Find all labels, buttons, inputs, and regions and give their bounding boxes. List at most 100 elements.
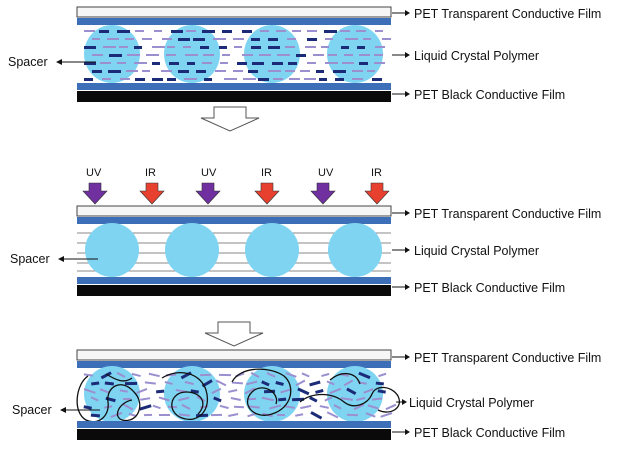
lc-molecule <box>325 62 338 64</box>
lc-molecule <box>309 380 321 387</box>
lc-molecule <box>259 54 271 56</box>
lc-molecule <box>233 70 243 72</box>
lc-molecule <box>287 38 296 40</box>
lc-molecule <box>295 413 304 417</box>
lc-molecule <box>128 412 137 418</box>
panel2-label-bottom-film: PET Black Conductive Film <box>392 281 565 295</box>
lc-molecule <box>117 62 126 64</box>
lc-molecule <box>142 38 152 40</box>
panel2-label-lc: Liquid Crystal Polymer <box>392 244 539 258</box>
lc-molecule <box>139 404 152 411</box>
lc-molecule <box>122 403 134 411</box>
lc-molecule <box>315 389 324 394</box>
lc-molecule <box>181 403 191 410</box>
lc-molecule <box>144 381 156 385</box>
lc-molecule <box>204 78 212 81</box>
lc-molecule <box>167 46 175 48</box>
lc-molecule <box>335 78 344 81</box>
panel-1-initial-cell: PET Transparent Conductive Film Liquid C… <box>8 6 601 102</box>
panel2-top-electrode <box>77 217 391 224</box>
lc-molecule <box>247 412 257 418</box>
lc-molecule <box>83 405 92 410</box>
process-arrow-1 <box>200 106 260 132</box>
lc-molecule <box>324 30 337 33</box>
lc-molecule <box>276 413 285 417</box>
lc-molecule <box>358 371 371 380</box>
lc-molecule <box>363 38 371 40</box>
lc-molecule <box>246 380 258 386</box>
lc-molecule <box>385 403 397 411</box>
lc-molecule <box>152 404 161 410</box>
lc-molecule <box>102 78 111 80</box>
lc-molecule <box>187 62 195 65</box>
lc-molecule <box>184 78 197 80</box>
lc-molecule <box>300 70 310 72</box>
lamp-labels: UV IR UV IR UV IR <box>86 167 382 179</box>
label-bottom-film: PET Black Conductive Film <box>414 426 565 440</box>
lc-molecule <box>352 78 363 80</box>
lc-molecule <box>164 381 173 385</box>
panel1-label-lc: Liquid Crystal Polymer <box>392 49 539 63</box>
lc-molecule <box>117 30 130 33</box>
lc-molecule <box>84 30 95 32</box>
lc-molecule <box>215 70 226 72</box>
lc-molecule <box>367 404 379 410</box>
lc-molecule <box>203 54 214 56</box>
lamp-label: UV <box>318 167 334 179</box>
lc-molecule <box>321 46 329 48</box>
lamp-label: IR <box>371 167 382 179</box>
lc-molecule <box>288 62 297 65</box>
lc-molecule <box>103 46 116 48</box>
lc-molecule <box>309 396 318 403</box>
lc-molecule <box>107 38 119 40</box>
panel3-pet-black-film <box>77 429 391 440</box>
lc-molecule <box>375 46 385 48</box>
lc-molecule <box>233 38 244 40</box>
label-top-film: PET Transparent Conductive Film <box>414 207 601 221</box>
lc-molecule <box>148 372 160 378</box>
lc-molecule <box>126 70 138 72</box>
lc-molecule <box>356 30 366 32</box>
lc-molecule <box>100 371 112 380</box>
lc-molecule <box>171 30 183 33</box>
lc-molecule <box>292 30 301 32</box>
lc-molecule <box>131 372 141 378</box>
spacer-sphere <box>328 223 382 277</box>
lc-molecule <box>340 30 350 32</box>
lc-molecule <box>235 372 245 378</box>
lc-molecule <box>99 388 110 394</box>
lc-molecule <box>154 30 162 32</box>
lc-molecule <box>363 388 374 394</box>
lc-molecule <box>346 413 358 417</box>
lc-molecule <box>178 413 190 417</box>
ir-arrow <box>254 182 280 205</box>
lc-molecule <box>243 78 256 80</box>
lc-molecule <box>152 78 163 81</box>
lc-molecule <box>319 78 327 81</box>
lc-molecule <box>84 62 96 65</box>
lc-molecule <box>166 54 176 56</box>
ir-arrow <box>139 182 165 205</box>
lc-molecule <box>285 372 297 378</box>
lc-molecule <box>84 46 96 49</box>
lc-molecule <box>140 397 151 401</box>
lc-molecule <box>169 62 179 65</box>
lc-molecule <box>222 30 232 33</box>
lc-molecule <box>382 38 391 40</box>
panel3-top-electrode <box>77 361 391 368</box>
panel-2-curing-cell: PET Transparent Conductive Film Liquid C… <box>10 182 601 296</box>
lc-molecule <box>266 372 276 378</box>
panel2-pet-transparent-film <box>76 205 392 217</box>
lc-molecule <box>83 373 93 377</box>
lc-molecule <box>211 413 223 417</box>
lc-molecule <box>324 396 333 402</box>
lc-molecule <box>341 46 349 49</box>
lc-molecule <box>277 54 290 56</box>
panel1-top-electrode <box>77 18 391 25</box>
lc-molecule <box>233 405 244 409</box>
lc-molecule <box>353 403 365 411</box>
lc-molecule <box>186 30 196 32</box>
lc-molecule <box>178 396 190 402</box>
lc-molecule <box>268 70 281 72</box>
lc-molecule <box>100 62 111 64</box>
